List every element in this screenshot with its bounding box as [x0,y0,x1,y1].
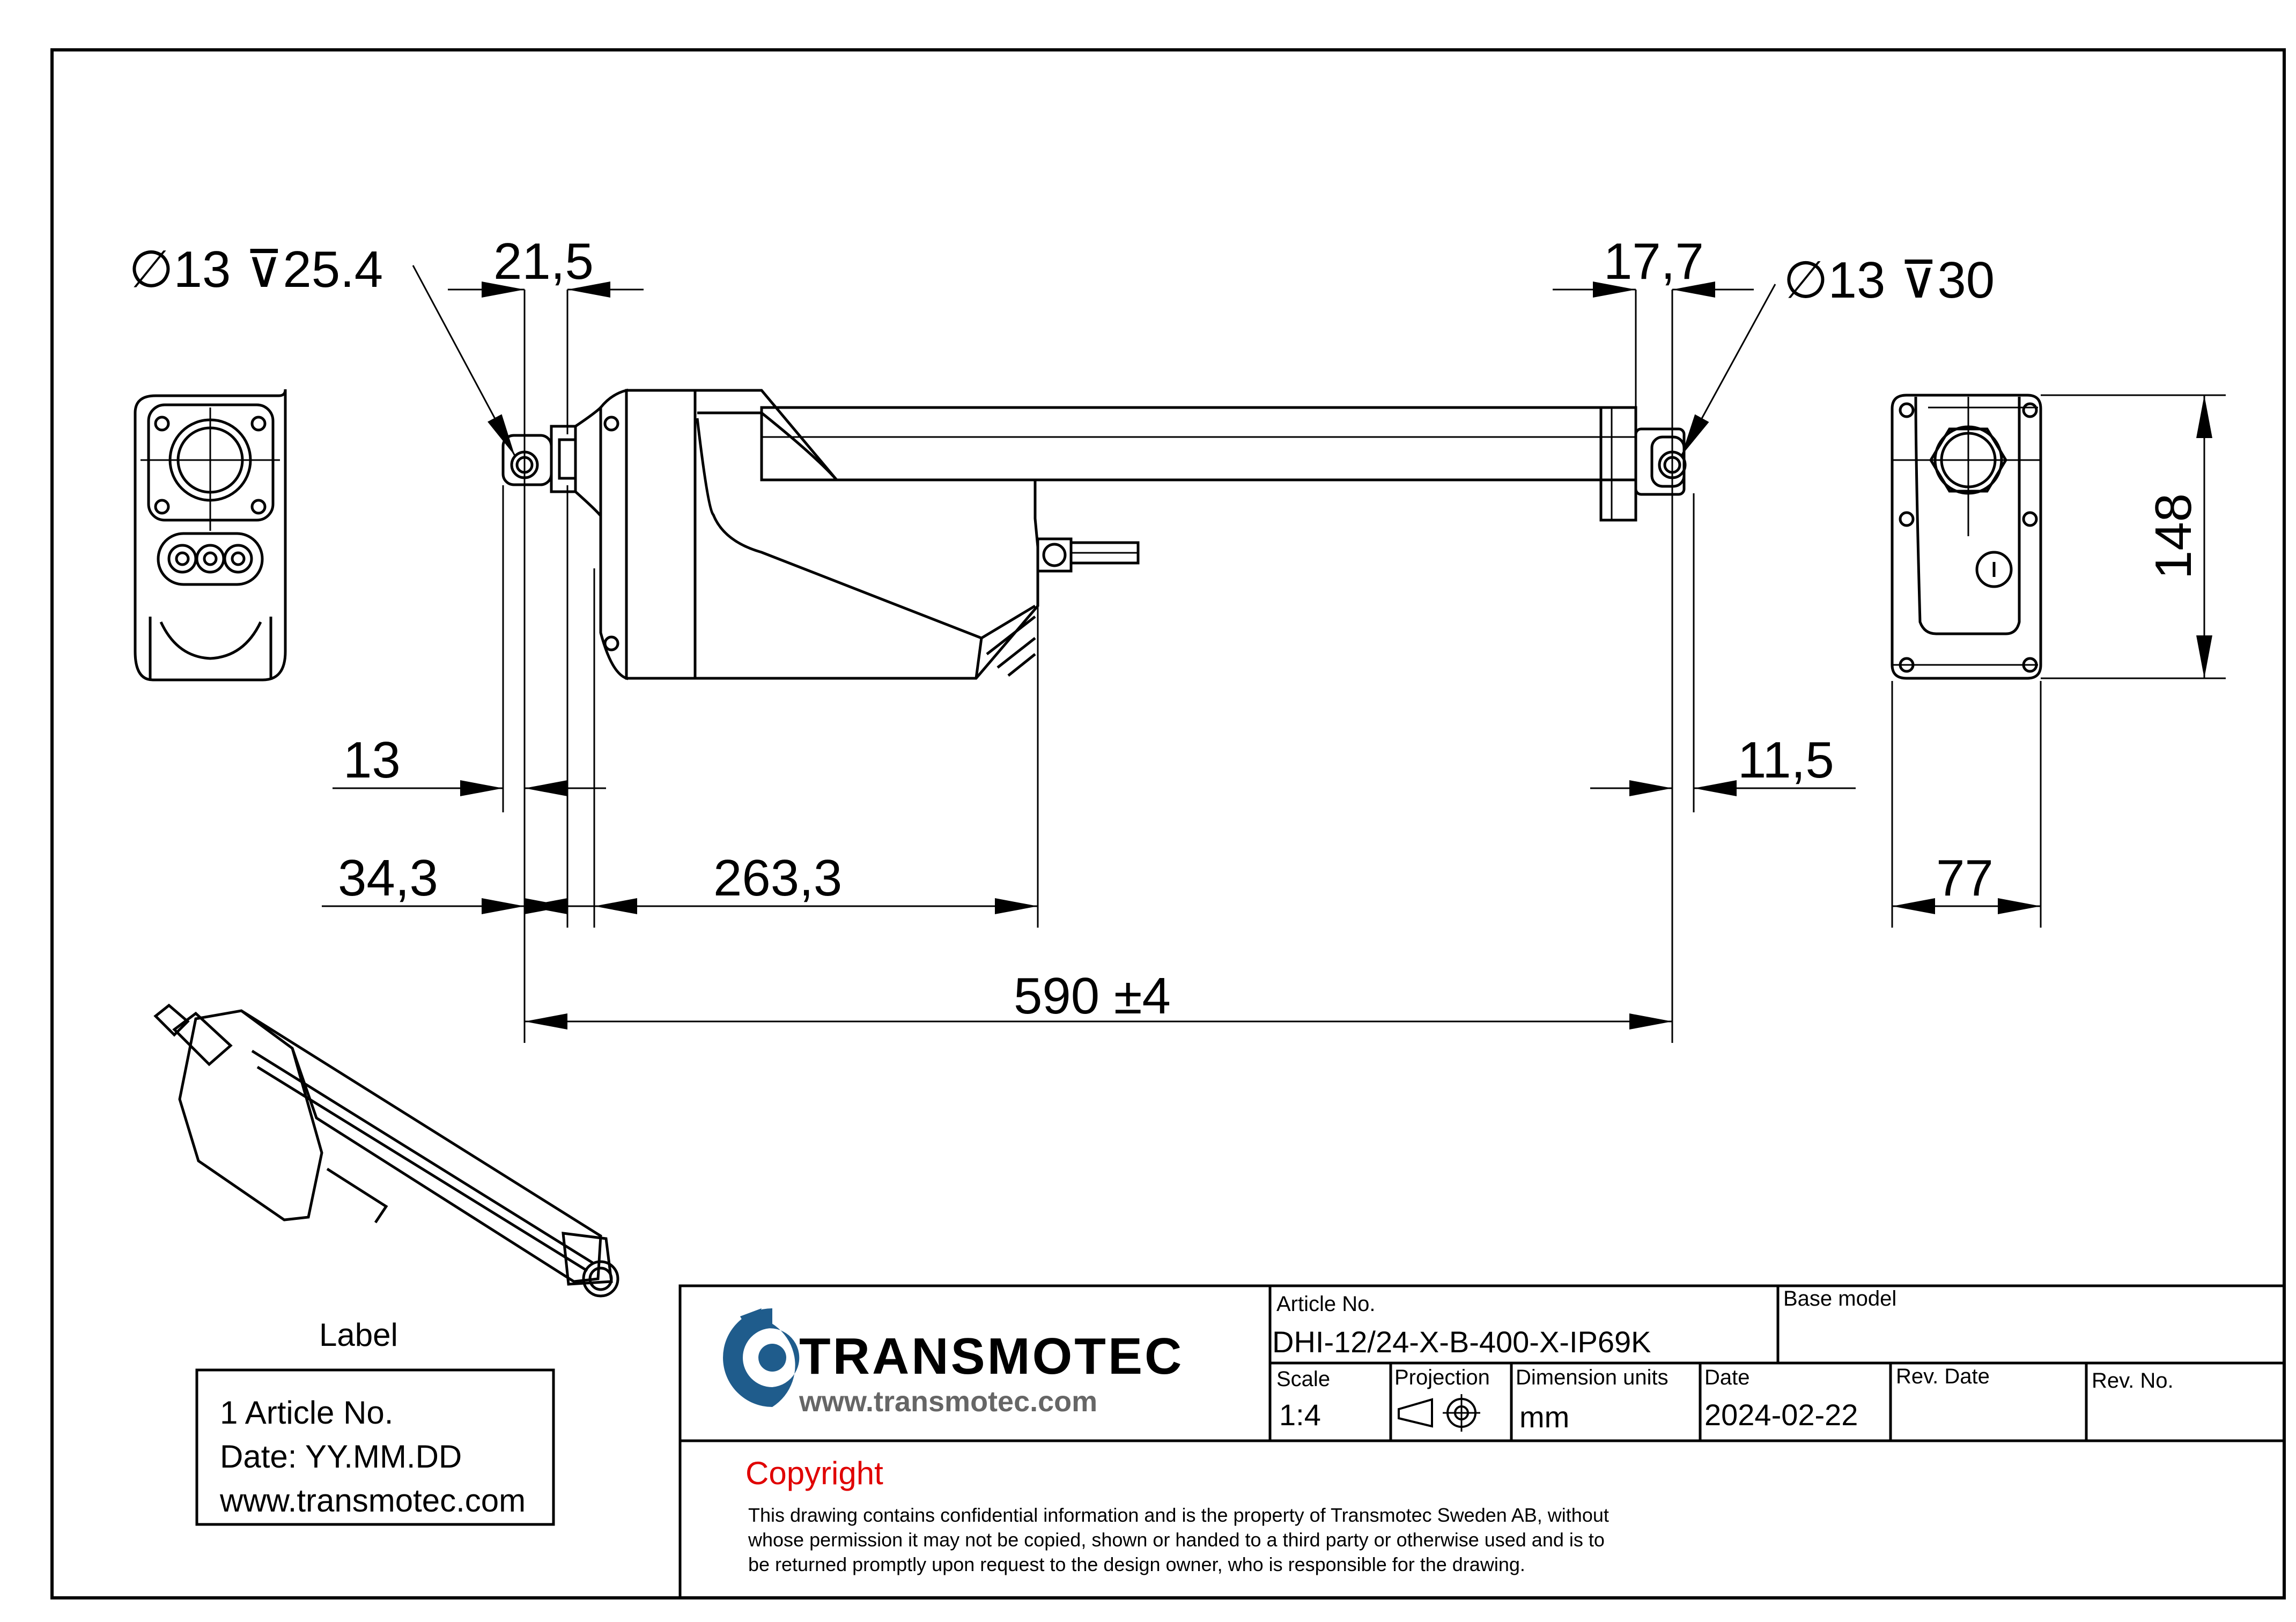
company-website: www.transmotec.com [799,1386,1097,1418]
dim-21-5: 21,5 [493,233,594,290]
label-box [195,1368,555,1526]
label-line-3: www.transmotec.com [219,1483,526,1519]
copyright-line-3: be returned promptly upon request to the… [748,1553,1525,1575]
dim-148: 148 [2145,493,2202,579]
rev-date-label: Rev. Date [1896,1365,1990,1388]
label-line-1: 1 Article No. [220,1395,393,1431]
dim-263-3: 263,3 [713,849,842,907]
date-value: 2024-02-22 [1704,1398,1858,1432]
dim-590: 590 ±4 [1014,967,1171,1025]
rev-no-label: Rev. No. [2092,1369,2174,1393]
units-value: mm [1519,1400,1569,1434]
scale-value: 1:4 [1279,1398,1321,1432]
scale-label: Scale [1276,1367,1330,1391]
company-name: TRANSMOTEC [799,1328,1184,1385]
dim-77: 77 [1936,849,1994,907]
dim-17-7: 17,7 [1604,233,1704,290]
label-heading: Label [319,1317,398,1353]
dim-hole-left: ∅13 ⊽25.4 [129,241,383,298]
article-no: DHI-12/24-X-B-400-X-IP69K [1272,1325,1651,1359]
projection-label: Projection [1394,1366,1490,1389]
actuator-side-view [501,388,1687,680]
dim-11-5: 11,5 [1738,731,1834,789]
first-angle-projection-icon [1398,1394,1480,1432]
units-label: Dimension units [1516,1366,1669,1389]
dim-hole-right: ∅13 ⊽30 [1783,251,1995,309]
copyright-line-1: This drawing contains confidential infor… [748,1504,1609,1526]
transmotec-logo-icon [723,1308,800,1407]
dim-13: 13 [343,731,401,789]
copyright-title: Copyright [745,1455,883,1491]
label-line-2: Date: YY.MM.DD [220,1439,462,1475]
isometric-view [153,1003,619,1298]
base-model-label: Base model [1783,1287,1896,1310]
left-end-view [134,389,287,682]
article-no-label: Article No. [1276,1292,1376,1316]
date-label: Date [1704,1366,1750,1389]
title-block [678,1284,2286,1599]
copyright-line-2: whose permission it may not be copied, s… [748,1529,1605,1551]
dimension-lines [322,265,2226,1043]
dim-34-3: 34,3 [338,849,438,907]
right-end-view [1891,394,2042,680]
